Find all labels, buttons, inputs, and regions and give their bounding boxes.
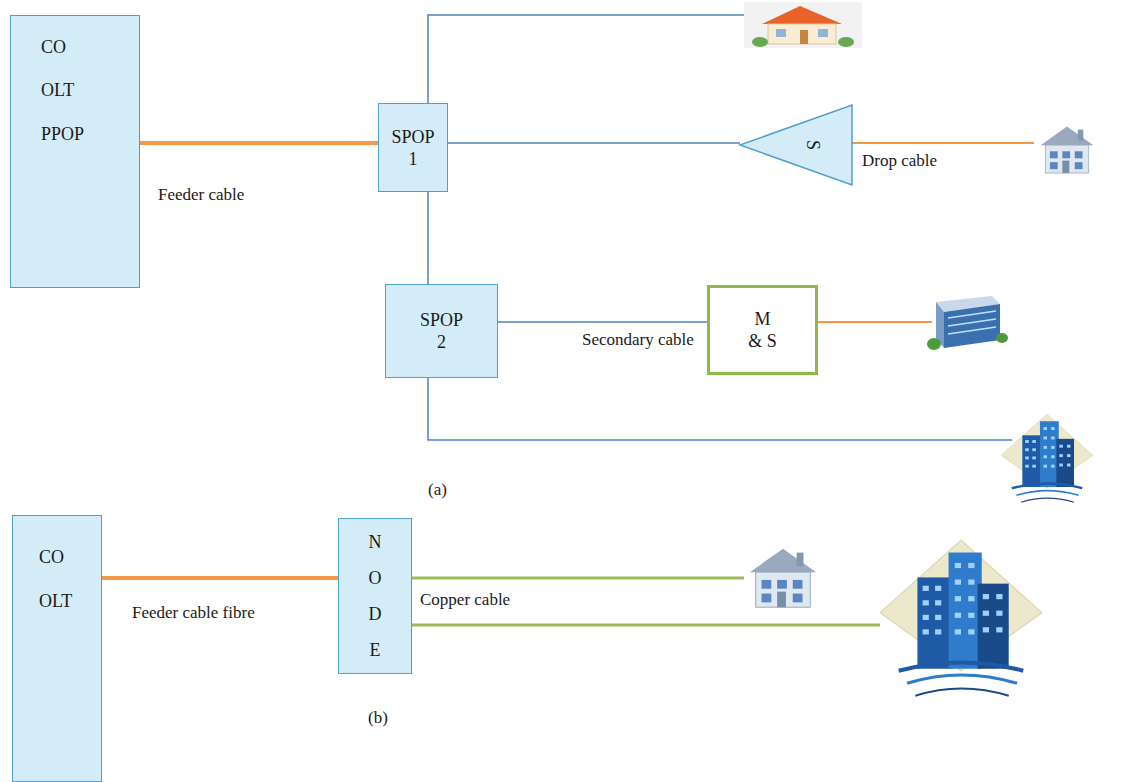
tower-icon — [1001, 414, 1093, 502]
cable-connector — [448, 142, 740, 144]
fibre-line — [428, 15, 744, 103]
node-text: SPOP 1 — [387, 126, 439, 170]
house-icon — [1041, 127, 1094, 173]
node-text: NODE — [366, 524, 384, 668]
node-text: M & S — [747, 308, 779, 352]
cable-label: Copper cable — [420, 590, 510, 610]
cable-label: Drop cable — [862, 151, 937, 171]
splitter-outline — [740, 105, 852, 185]
multiplexer-splitter-box: M & S — [707, 285, 818, 375]
part-label: (b) — [368, 708, 388, 728]
cable-label: Feeder cable fibre — [132, 603, 255, 623]
node-text: PPOP — [41, 123, 84, 145]
house-icon — [744, 2, 862, 48]
cable-connector — [498, 321, 707, 323]
node-text: OLT — [41, 79, 74, 101]
node-text: SPOP 2 — [416, 309, 468, 353]
node-text: CO — [39, 546, 64, 568]
node-text: CO — [41, 36, 66, 58]
tower-icon — [880, 540, 1042, 696]
copper-cable-line — [412, 577, 744, 580]
central-office-box: CO OLT — [12, 515, 102, 782]
splice-point-box: SPOP 2 — [385, 284, 498, 378]
central-office-box: CO OLT PPOP — [10, 15, 140, 288]
drop-cable-line — [852, 142, 1034, 144]
part-label: (a) — [428, 480, 447, 500]
node-text: S — [802, 140, 824, 150]
splitter-triangle: S — [740, 105, 852, 185]
splice-point-box: SPOP 1 — [378, 103, 448, 192]
cable-label: Feeder cable — [158, 185, 244, 205]
fibre-line — [428, 378, 1012, 440]
drop-cable-line — [818, 321, 932, 323]
cable-connector — [140, 141, 378, 145]
node-box: NODE — [338, 518, 412, 674]
copper-cable-line — [412, 624, 880, 627]
cable-label: Secondary cable — [582, 330, 694, 350]
office-icon — [927, 296, 1008, 350]
house-icon — [750, 549, 816, 608]
cable-connector — [102, 576, 338, 580]
cable-connector — [427, 192, 429, 284]
node-text: OLT — [39, 590, 72, 612]
